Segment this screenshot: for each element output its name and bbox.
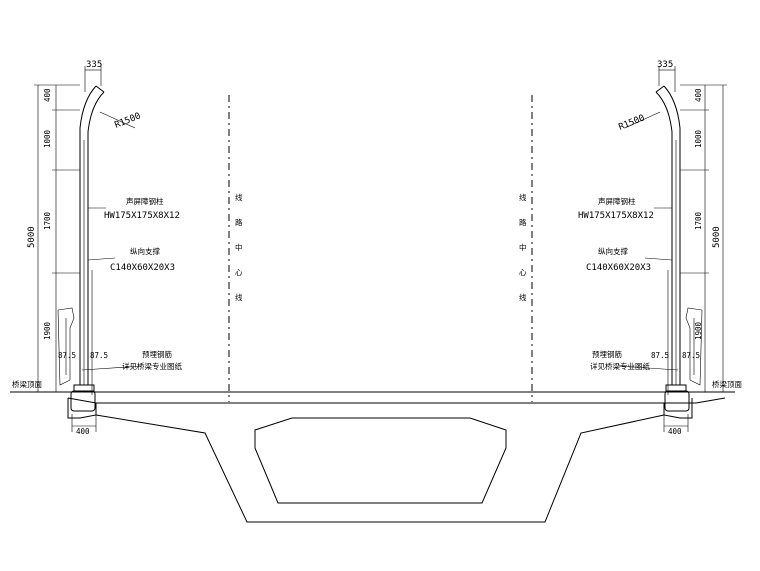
label-rebar-sub-right: 详见桥梁专业图纸 [590, 361, 650, 371]
label-rebar-title-right: 预埋钢筋 [592, 349, 622, 359]
dim-offset-a-right: 87.5 [651, 351, 669, 360]
dim-base-right: 400 [668, 427, 682, 436]
label-brace-spec-right: C140X60X20X3 [586, 263, 651, 273]
dims-right [617, 66, 727, 432]
barrier-left [57, 85, 116, 412]
girder-void [254, 417, 507, 504]
label-brace-title-left: 纵向支撑 [130, 246, 160, 256]
centerline-char-right: 线 [519, 192, 527, 202]
dim-total-left: 5000 [27, 226, 37, 248]
label-post-title-right: 声屏障钢柱 [598, 196, 636, 206]
dim-offset-b-right: 87.5 [682, 351, 700, 360]
label-post-title-left: 声屏障钢柱 [126, 196, 164, 206]
dim-top-width-right: 335 [657, 60, 673, 70]
label-deck-level-right: 桥梁顶面 [712, 379, 742, 389]
dim-seg3-left: 1700 [43, 211, 52, 230]
centerline-char-left: 心 [235, 268, 243, 277]
centerline-char-left: 路 [235, 217, 243, 227]
label-rebar-sub-left: 详见桥梁专业图纸 [122, 361, 182, 371]
centerline-char-right: 心 [519, 268, 527, 277]
centerline-char-right: 路 [519, 217, 527, 227]
centerline-char-right: 中 [519, 242, 527, 252]
centerline-char-right: 线 [519, 292, 527, 302]
dims-left [34, 66, 143, 432]
dim-seg4-left: 1900 [43, 321, 52, 340]
dim-offset-b-left: 87.5 [90, 351, 108, 360]
centerline-char-left: 线 [235, 292, 243, 302]
centerline-char-left: 线 [235, 192, 243, 202]
dim-radius-left: R1500 [113, 111, 142, 130]
dim-seg3-right: 1700 [694, 211, 703, 230]
label-brace-spec-left: C140X60X20X3 [110, 263, 175, 273]
dim-total-right: 5000 [712, 226, 722, 248]
dim-seg1-left: 400 [43, 88, 52, 102]
dim-seg4-right: 1900 [694, 321, 703, 340]
label-deck-level-left: 桥梁顶面 [12, 379, 42, 389]
label-post-spec-right: HW175X175X8X12 [578, 211, 654, 221]
dim-top-width-left: 335 [86, 60, 102, 70]
dim-radius-right: R1500 [617, 113, 646, 132]
dim-seg2-right: 1000 [694, 129, 703, 148]
label-post-spec-left: HW175X175X8X12 [104, 211, 180, 221]
dim-seg1-right: 400 [694, 88, 703, 102]
dim-seg2-left: 1000 [43, 129, 52, 148]
dim-base-left: 400 [76, 427, 90, 436]
centerline-char-left: 中 [235, 242, 243, 252]
label-brace-title-right: 纵向支撑 [598, 246, 628, 256]
barrier-right [644, 85, 703, 412]
box-girder [10, 391, 735, 523]
dim-offset-a-left: 87.5 [58, 351, 76, 360]
label-rebar-title-left: 预埋钢筋 [142, 349, 172, 359]
